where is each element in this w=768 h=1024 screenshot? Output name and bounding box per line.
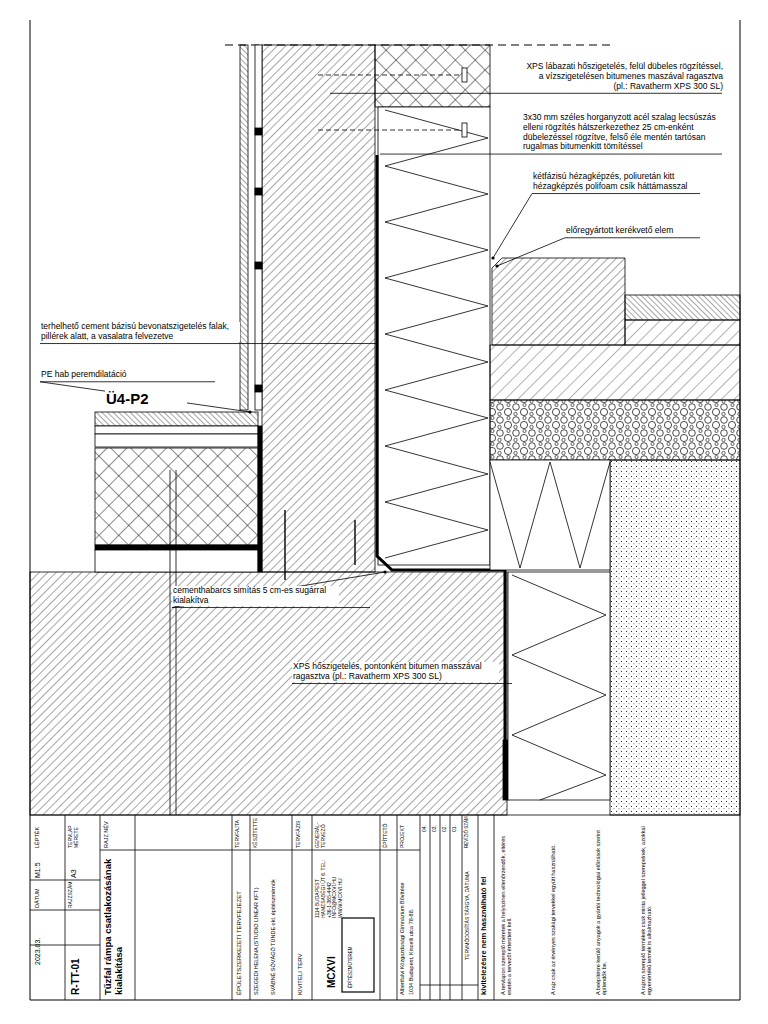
callout-text: Ü4-P2 [105,390,187,407]
title-block-text: A3 [70,850,78,878]
leader-line [497,238,700,266]
leader-line [292,683,512,684]
title-block-text: 1034 Budapest, Kiscelli utca 78-88. [408,852,414,995]
callout-text: cementhabarcs simítás 5 cm-es sugárral k… [172,586,339,606]
title-block-text: TERVMÓDOSÍTÁS TÁRGYA, DÁTUMA [465,850,471,960]
title-block-text: A rajzon szereplő termékek csak minta je… [640,819,653,995]
title-block-text: A tervlapon szereplő méretek a helyszíne… [500,819,513,995]
title-block-text: Albertfalvi Közgazdasági Gimnázium Bővít… [399,852,405,995]
title-block-text: GENERÁL-TERVEZŐ [315,817,327,848]
title-block-text: 01. [452,816,458,832]
callout-text: kétfázisú hézagképzés, poliuretán kitt h… [532,172,702,192]
sheet-frame [30,20,740,1000]
title-block-text: 2023.03. [34,915,42,965]
title-block-text: SZEGEDI HELENA (STUDIO LINEAR KFT.) [253,852,259,995]
title-block-text: ÉPÜLETSZERKEZETI TERVFEJEZET [236,852,243,995]
leader-dot [491,256,494,259]
title-block-text: PROJEKT [400,817,406,848]
construction-layers [30,45,740,815]
title-block: LÉPTÉKM1:5DÁTUM2023.03.TERVLAP MÉRETEA3R… [30,815,740,1000]
title-block-text: Tűzfal rámpa csatlakozásának kialakítása [103,852,125,995]
title-block-text: SVÁBNÉ SÓVÁGÓ TÜNDE okl. építészmérnök [270,852,276,995]
title-block-text: ÉPÍTÉSZMŰTEREM [348,928,353,988]
title-block-text: LÉPTÉK [34,817,40,848]
title-block-text: TERVLAP MÉRETE [68,817,80,848]
leader-line [330,93,722,94]
title-block-text: R-TT-01 [70,915,82,995]
leader-dot [248,410,251,413]
callout-text: XPS lábazati hőszigetelés, felül dübeles… [525,62,724,91]
title-block-text: 04. [422,816,428,832]
title-block-text: MCXVI [326,928,338,988]
callout-text: terhelhető cement bázisú bevonatszigetel… [40,322,240,342]
callout-text: előregyártott kerékvető elem [565,226,707,236]
title-block-text: A beépítésre kerülő anyagok a gyártói te… [595,819,608,995]
title-block-text: DÁTUM [34,880,40,908]
title-block-text: TERVFÁZIS [296,817,302,848]
title-block-text: ÉPÍTTETŐ [383,817,389,848]
leader-dot [383,570,386,573]
leader-line [40,343,378,344]
leader-line [380,154,722,155]
title-block-text: RAJZSZÁM [68,880,74,908]
title-block-text: KIVITELI TERV [297,852,304,995]
title-block-text: 1114 BUDAPEST HAMZSABÉGI ÚT 6. TEL: +36-… [315,852,344,918]
title-block-text: KÉSZÍTETTE [253,817,259,848]
title-block-text: A rajz csak az érvényes szakági tervekke… [550,819,556,995]
title-block-grid [30,815,740,1000]
leader-line [40,382,250,412]
leader-dot [495,264,498,267]
title-block-text: RAJZ NÉV [103,817,109,848]
callout-text: XPS hőszigetelés, pontonként bitumen mas… [292,662,499,682]
leader-line [172,572,385,608]
title-block-text: M1:5 [34,850,42,878]
title-block-text: kivitelezésre nem használható fel [480,817,489,995]
callout-text: 3x30 mm széles horganyzott acél szalag l… [522,113,724,152]
title-block-text: REVÍZIÓ SZÁM [464,816,469,848]
title-block-text: TERVFAJTA [235,817,241,848]
title-block-text: 02. [442,816,448,832]
title-block-text: 03. [432,816,438,832]
callout-text: PE hab peremdilatáció [40,370,192,380]
